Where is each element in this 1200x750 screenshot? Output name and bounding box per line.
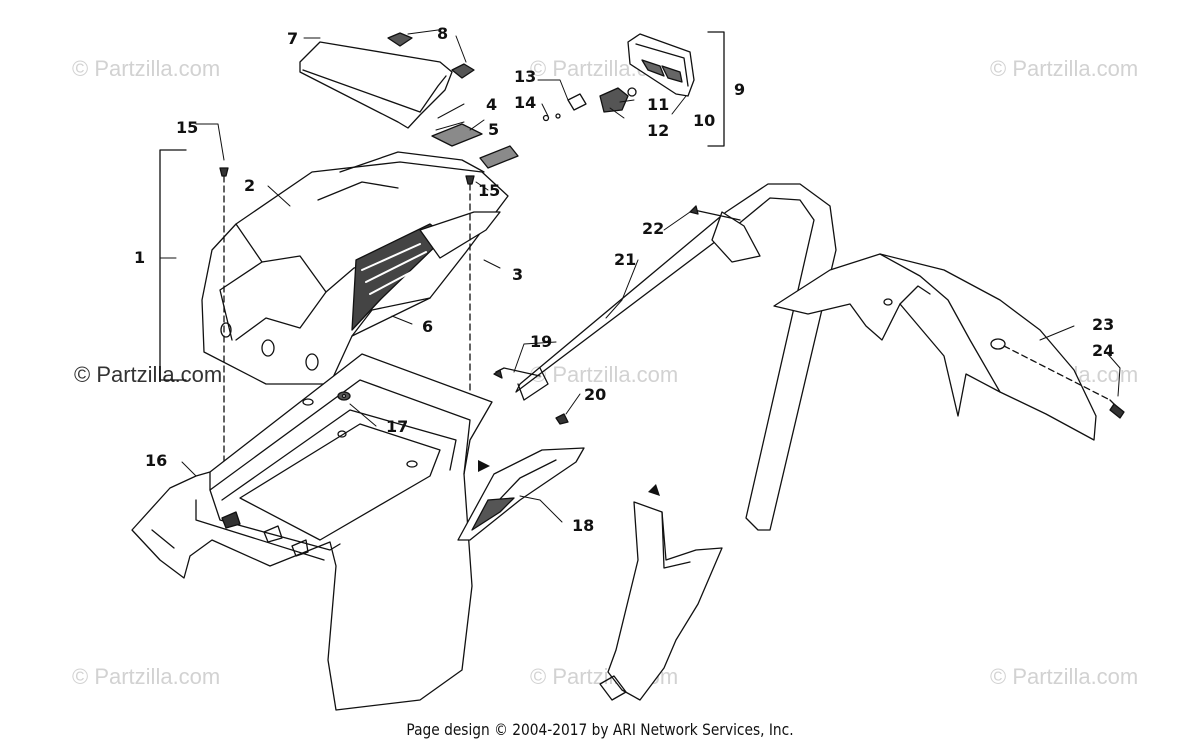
callout-4: 4 [486,95,497,114]
callout-18: 18 [572,516,594,535]
callout-labels: 1 2 3 4 5 6 7 8 9 10 11 12 13 14 15 15 1… [134,24,1114,535]
callout-23: 23 [1092,315,1114,334]
watermark-mid-center: © Partzilla.com [530,362,679,387]
callout-1: 1 [134,248,145,267]
part-6-decal [351,223,447,331]
watermark-top-left: © Partzilla.com [72,56,221,81]
part-21-grab-bar [515,183,837,531]
part-5-pad [479,145,519,169]
callout-13: 13 [514,67,536,86]
callout-20: 20 [584,385,606,404]
part-18-side-panel-right [599,501,723,701]
callout-22: 22 [642,219,664,238]
callout-21: 21 [614,250,636,269]
callout-8: 8 [437,24,448,43]
callout-11: 11 [647,95,669,114]
part-13-14-hardware [542,93,587,122]
watermark-bottom-right: © Partzilla.com [990,664,1139,689]
part-16-storage-tub [131,353,493,711]
part-19-bolt [493,367,541,379]
callout-16: 16 [145,451,167,470]
part-15-fasteners [219,167,475,521]
callout-9: 9 [734,80,745,99]
watermark-mid-left: © Partzilla.com [74,362,223,387]
part-3-trim [419,211,501,259]
callout-10: 10 [693,111,715,130]
watermark-top-right: © Partzilla.com [990,56,1139,81]
callout-6: 6 [422,317,433,336]
callout-12: 12 [647,121,669,140]
callout-7: 7 [287,29,298,48]
bracket-group-1 [159,149,187,381]
part-7-plate [299,41,453,129]
leader-lines [159,29,1121,523]
part-22-bolt [689,205,741,221]
callout-17: 17 [386,417,408,436]
part-8-clips [387,32,475,79]
callout-15-left: 15 [176,118,198,137]
part-20-nut [555,413,569,425]
part-9-taillight [627,33,695,97]
arrow-marker-left [478,460,490,472]
part-18-side-panel-left [457,447,585,541]
callout-15-right: 15 [478,181,500,200]
callout-2: 2 [244,176,255,195]
part-17-washer [337,391,351,401]
part-11-12-bulb-socket [599,87,637,113]
part-24-bolt [1109,399,1125,419]
part-4-pad [431,123,483,147]
bracket-group-9 [707,31,725,147]
page-footer: Page design © 2004-2017 by ARI Network S… [406,720,794,739]
callout-24: 24 [1092,341,1114,360]
callout-14: 14 [514,93,536,112]
callout-5: 5 [488,120,499,139]
callout-19: 19 [530,332,552,351]
part-23-rear-fender [773,253,1111,441]
callout-3: 3 [512,265,523,284]
watermark-bottom-left: © Partzilla.com [72,664,221,689]
arrow-marker-right [648,484,660,496]
